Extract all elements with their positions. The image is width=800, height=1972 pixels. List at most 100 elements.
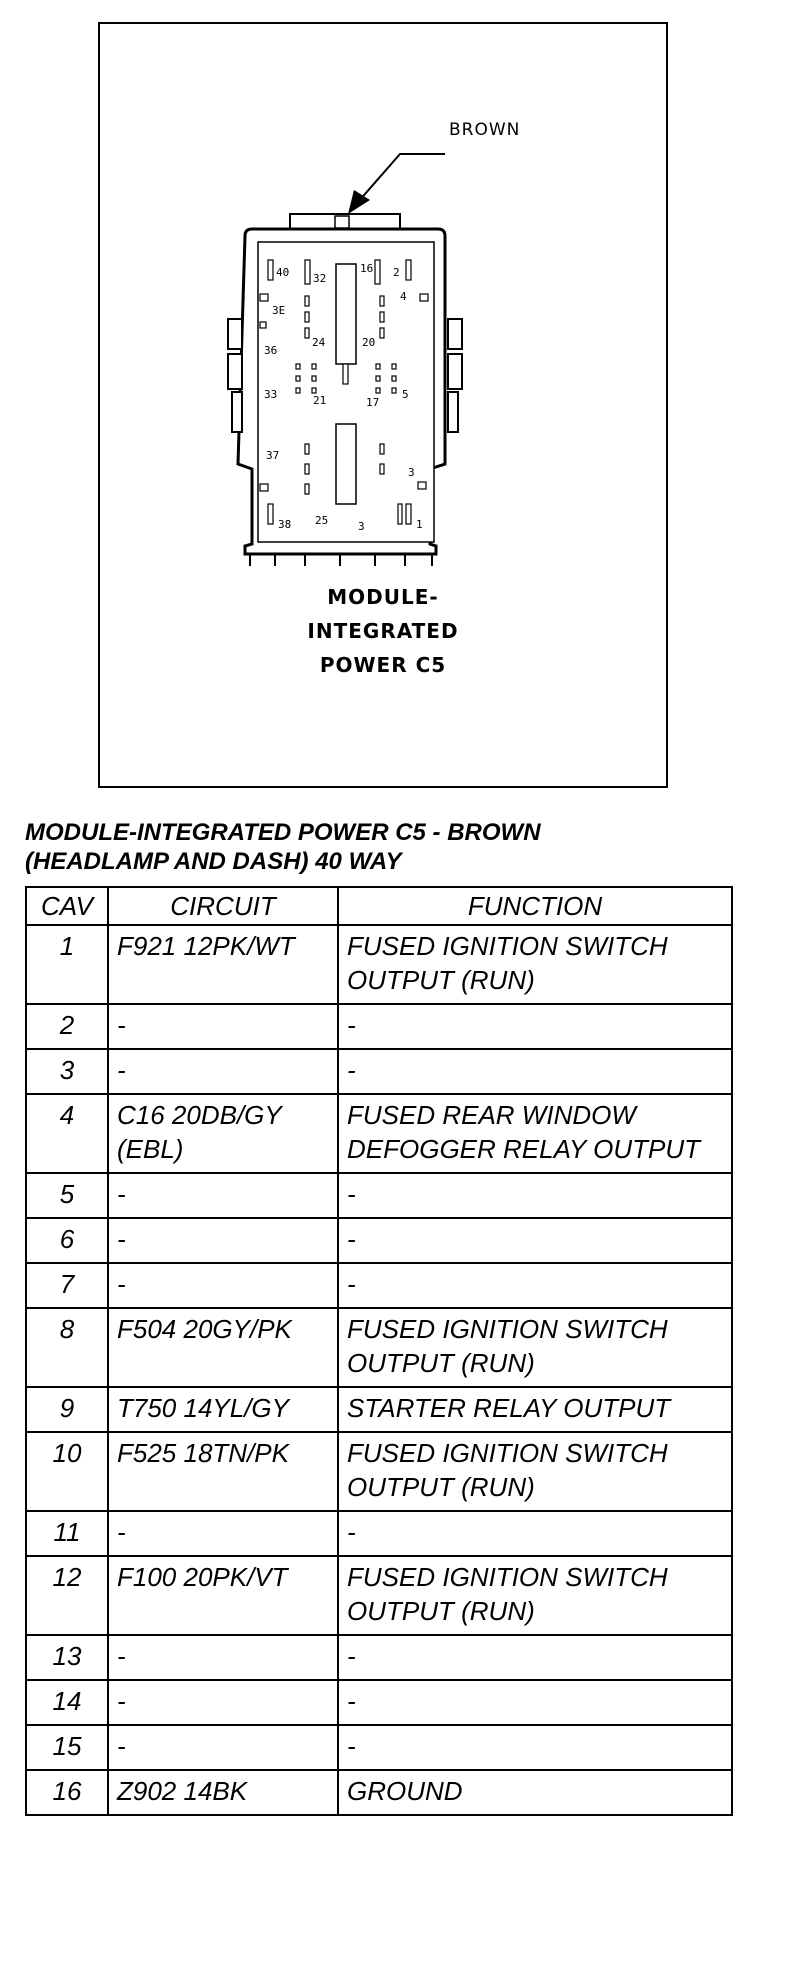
cell-function: - bbox=[337, 1510, 733, 1557]
cell-circuit: T750 14YL/GY bbox=[107, 1386, 339, 1433]
table-row: 11-- bbox=[25, 1510, 733, 1557]
cavity-label-5: 5 bbox=[402, 388, 409, 401]
table-row: 14-- bbox=[25, 1679, 733, 1726]
cell-circuit: - bbox=[107, 1172, 339, 1219]
cell-circuit: F100 20PK/VT bbox=[107, 1555, 339, 1636]
table-row: 15-- bbox=[25, 1724, 733, 1771]
connector-diagram: 40 32 16 2 4 3E 36 24 20 33 21 17 5 37 3… bbox=[98, 22, 668, 788]
connector-latch bbox=[334, 215, 350, 229]
cavity-label-3r: 3 bbox=[408, 466, 415, 479]
header-function: FUNCTION bbox=[337, 886, 733, 926]
cell-function: - bbox=[337, 1724, 733, 1771]
cavity-label-3: 3 bbox=[358, 520, 365, 533]
right-rib-middle bbox=[447, 353, 463, 390]
cavity-label-1: 1 bbox=[416, 518, 423, 531]
cell-circuit: - bbox=[107, 1510, 339, 1557]
connector-color-label: BROWN bbox=[449, 120, 521, 140]
cell-cav: 6 bbox=[25, 1217, 109, 1264]
cavity-label-24: 24 bbox=[312, 336, 326, 349]
cavity-label-36: 36 bbox=[264, 344, 277, 357]
cell-circuit: - bbox=[107, 1679, 339, 1726]
cell-function: - bbox=[337, 1634, 733, 1681]
cell-circuit: - bbox=[107, 1048, 339, 1095]
caption-line-1: MODULE- bbox=[327, 585, 439, 609]
cavity-label-32: 32 bbox=[313, 272, 326, 285]
caption-line-3: POWER C5 bbox=[319, 653, 447, 677]
cavity-label-40: 40 bbox=[276, 266, 289, 279]
cavity-label-38: 38 bbox=[278, 518, 291, 531]
table-row: 13-- bbox=[25, 1634, 733, 1681]
cell-circuit: C16 20DB/GY (EBL) bbox=[107, 1093, 339, 1174]
cell-function: FUSED IGNITION SWITCH OUTPUT (RUN) bbox=[337, 1431, 733, 1512]
cell-circuit: - bbox=[107, 1262, 339, 1309]
cell-circuit: - bbox=[107, 1634, 339, 1681]
table-row: 2-- bbox=[25, 1003, 733, 1050]
cell-function: - bbox=[337, 1048, 733, 1095]
cell-cav: 3 bbox=[25, 1048, 109, 1095]
cell-circuit: - bbox=[107, 1724, 339, 1771]
table-title-line-1: MODULE-INTEGRATED POWER C5 - BROWN bbox=[25, 819, 541, 846]
cavity-label-25: 25 bbox=[315, 514, 328, 527]
cell-circuit: - bbox=[107, 1003, 339, 1050]
cell-cav: 10 bbox=[25, 1431, 109, 1512]
cell-function: - bbox=[337, 1262, 733, 1309]
cell-cav: 7 bbox=[25, 1262, 109, 1309]
left-rib-bottom bbox=[231, 391, 243, 433]
table-title: MODULE-INTEGRATED POWER C5 - BROWN (HEAD… bbox=[25, 818, 541, 876]
table-row: 5-- bbox=[25, 1172, 733, 1219]
cell-function: FUSED IGNITION SWITCH OUTPUT (RUN) bbox=[337, 924, 733, 1005]
left-rib-top bbox=[227, 318, 243, 350]
pointer-arrowhead bbox=[348, 190, 370, 214]
cell-cav: 14 bbox=[25, 1679, 109, 1726]
cell-function: - bbox=[337, 1217, 733, 1264]
cavity-label-20: 20 bbox=[362, 336, 375, 349]
cell-cav: 4 bbox=[25, 1093, 109, 1174]
cell-function: FUSED IGNITION SWITCH OUTPUT (RUN) bbox=[337, 1555, 733, 1636]
cell-circuit: F525 18TN/PK bbox=[107, 1431, 339, 1512]
caption-line-2: INTEGRATED bbox=[307, 619, 459, 643]
cell-function: - bbox=[337, 1172, 733, 1219]
diagram-caption: MODULE- INTEGRATED POWER C5 bbox=[98, 580, 668, 682]
cell-cav: 8 bbox=[25, 1307, 109, 1388]
cavity-number-labels: 40 32 16 2 4 3E 36 24 20 33 21 17 5 37 3… bbox=[264, 262, 423, 533]
center-slot-upper bbox=[335, 263, 357, 365]
cavity-label-21: 21 bbox=[313, 394, 326, 407]
cavity-label-2: 2 bbox=[393, 266, 400, 279]
cell-cav: 5 bbox=[25, 1172, 109, 1219]
connector-drawing: 40 32 16 2 4 3E 36 24 20 33 21 17 5 37 3… bbox=[227, 153, 463, 566]
bottom-pins bbox=[249, 554, 433, 566]
center-slot-lower bbox=[335, 423, 357, 505]
cavity-label-4: 4 bbox=[400, 290, 407, 303]
cell-cav: 11 bbox=[25, 1510, 109, 1557]
table-row: 6-- bbox=[25, 1217, 733, 1264]
header-cav: CAV bbox=[25, 886, 109, 926]
cavity-label-33: 33 bbox=[264, 388, 277, 401]
cell-cav: 16 bbox=[25, 1769, 109, 1816]
cavity-label-39: 3E bbox=[272, 304, 285, 317]
cell-function: FUSED REAR WINDOW DEFOGGER RELAY OUTPUT bbox=[337, 1093, 733, 1174]
cell-function: GROUND bbox=[337, 1769, 733, 1816]
right-rib-bottom bbox=[447, 391, 459, 433]
cell-function: STARTER RELAY OUTPUT bbox=[337, 1386, 733, 1433]
table-header-row: CAV CIRCUIT FUNCTION bbox=[25, 886, 733, 926]
terminal-cavities bbox=[259, 259, 429, 525]
cell-function: FUSED IGNITION SWITCH OUTPUT (RUN) bbox=[337, 1307, 733, 1388]
cell-cav: 1 bbox=[25, 924, 109, 1005]
cell-circuit: Z902 14BK bbox=[107, 1769, 339, 1816]
cell-circuit: - bbox=[107, 1217, 339, 1264]
cavity-label-17: 17 bbox=[366, 396, 379, 409]
table-row: 3-- bbox=[25, 1048, 733, 1095]
cell-cav: 15 bbox=[25, 1724, 109, 1771]
cell-cav: 2 bbox=[25, 1003, 109, 1050]
table-title-line-2: (HEADLAMP AND DASH) 40 WAY bbox=[25, 848, 402, 875]
cell-circuit: F504 20GY/PK bbox=[107, 1307, 339, 1388]
table-row: 7-- bbox=[25, 1262, 733, 1309]
cell-function: - bbox=[337, 1679, 733, 1726]
